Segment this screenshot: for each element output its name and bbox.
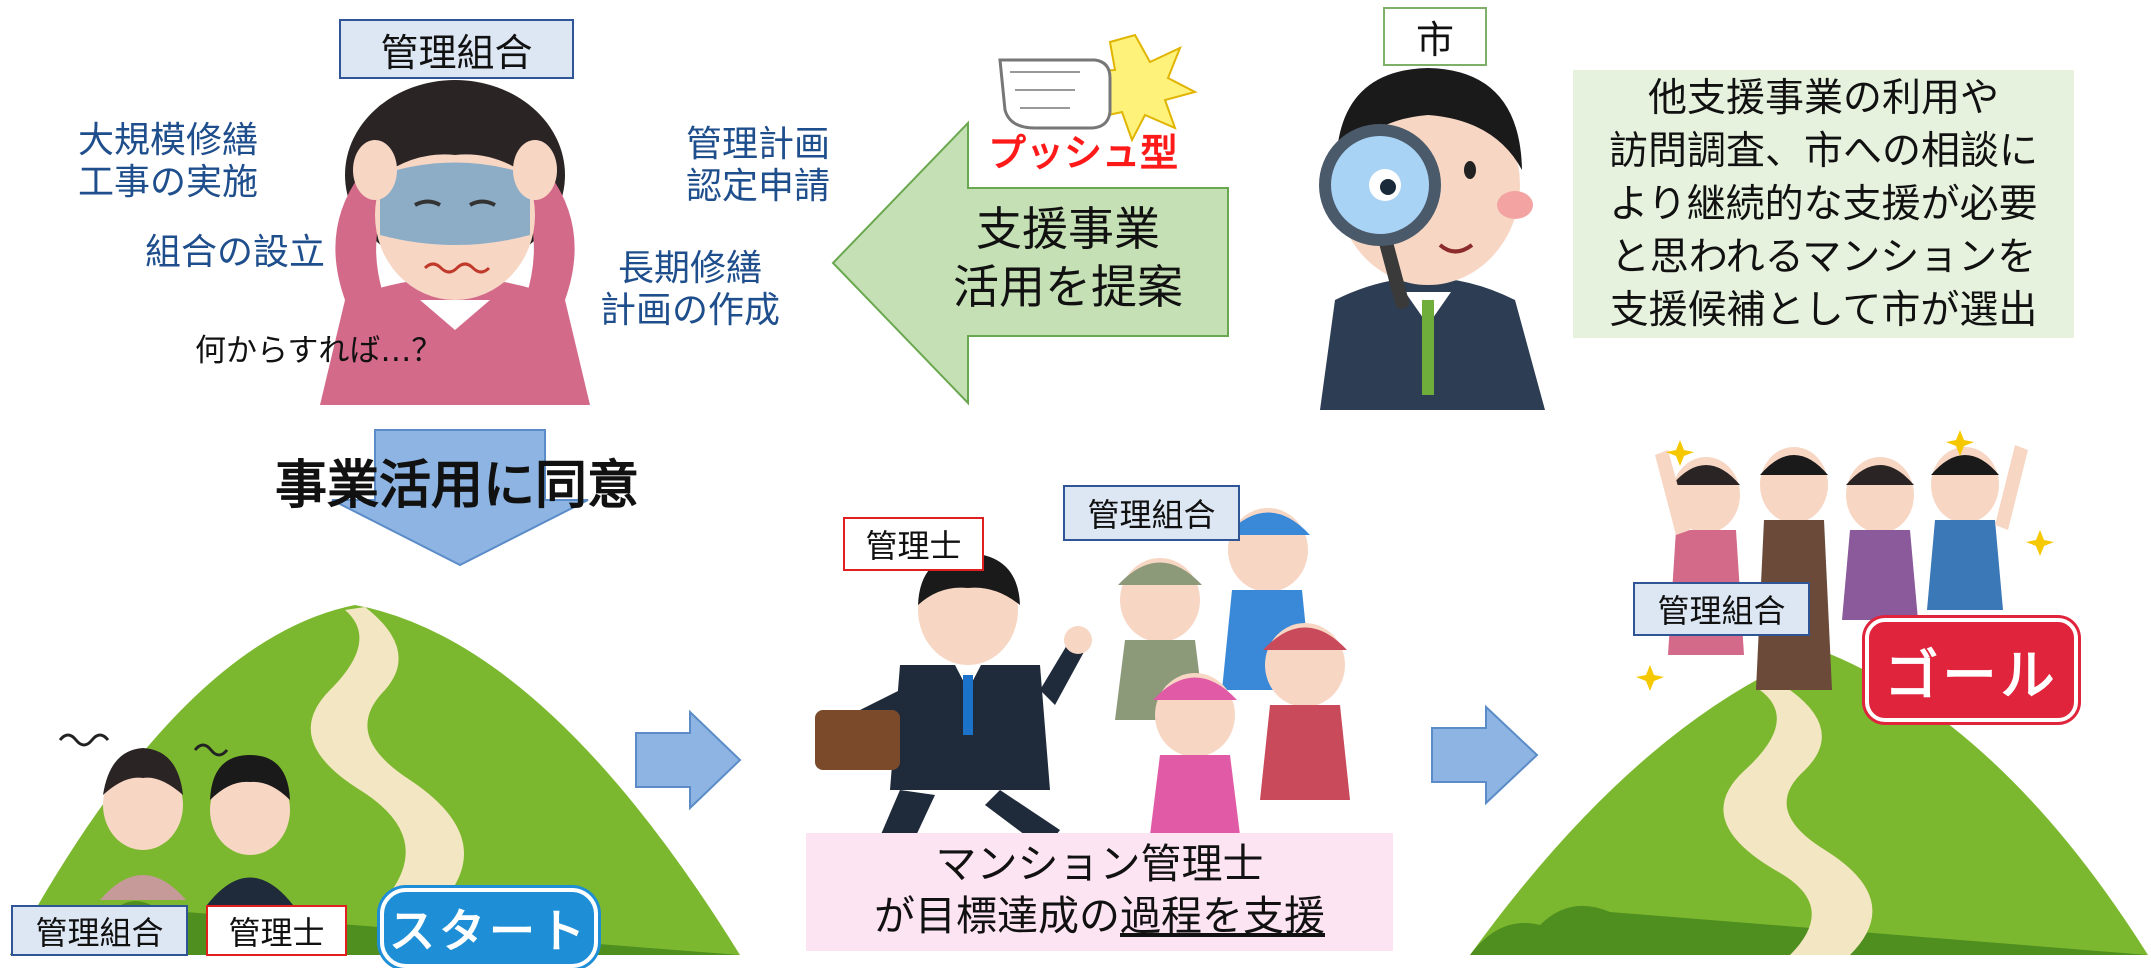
- city-label: 市: [1383, 7, 1487, 66]
- support-line-2: が目標達成の過程を支援: [806, 890, 1393, 942]
- support-line-2-emphasis: 過程を支援: [1120, 892, 1325, 940]
- issue-long-term-repair-plan: 長期修繕 計画の作成: [600, 248, 781, 331]
- start-manager-label: 管理士: [206, 905, 347, 956]
- start-union-label: 管理組合: [11, 905, 188, 956]
- city-description-box: 他支援事業の利用や 訪問調査、市への相談に より継続的な支援が必要 と思われるマ…: [1573, 70, 2074, 338]
- start-badge: スタート: [380, 888, 598, 968]
- celebrating-people: [1655, 445, 2028, 690]
- worry-text: 何からすれば…？: [195, 333, 443, 369]
- goal-union-label: 管理組合: [1633, 582, 1810, 636]
- union-label-top: 管理組合: [339, 19, 574, 79]
- push-type-label: プッシュ型: [988, 131, 1179, 175]
- manager-label: 管理士: [843, 517, 984, 571]
- support-box: [806, 833, 1393, 951]
- proposal-arrow-text: 支援事業 活用を提案: [953, 202, 1183, 314]
- support-line-1: マンション管理士: [935, 840, 1264, 888]
- support-line-2-prefix: が目標達成の: [874, 892, 1120, 940]
- issue-union-establishment: 組合の設立: [145, 232, 326, 273]
- agree-text: 事業活用に同意: [275, 456, 640, 516]
- goal-badge: ゴール: [1865, 618, 2078, 722]
- issue-large-scale-repair: 大規模修繕 工事の実施: [78, 120, 259, 203]
- issue-management-plan-certification: 管理計画 認定申請: [686, 124, 831, 207]
- union-label-middle: 管理組合: [1063, 485, 1240, 541]
- city-description-text: 他支援事業の利用や 訪問調査、市への相談に より継続的な支援が必要 と思われるマ…: [1608, 75, 2038, 333]
